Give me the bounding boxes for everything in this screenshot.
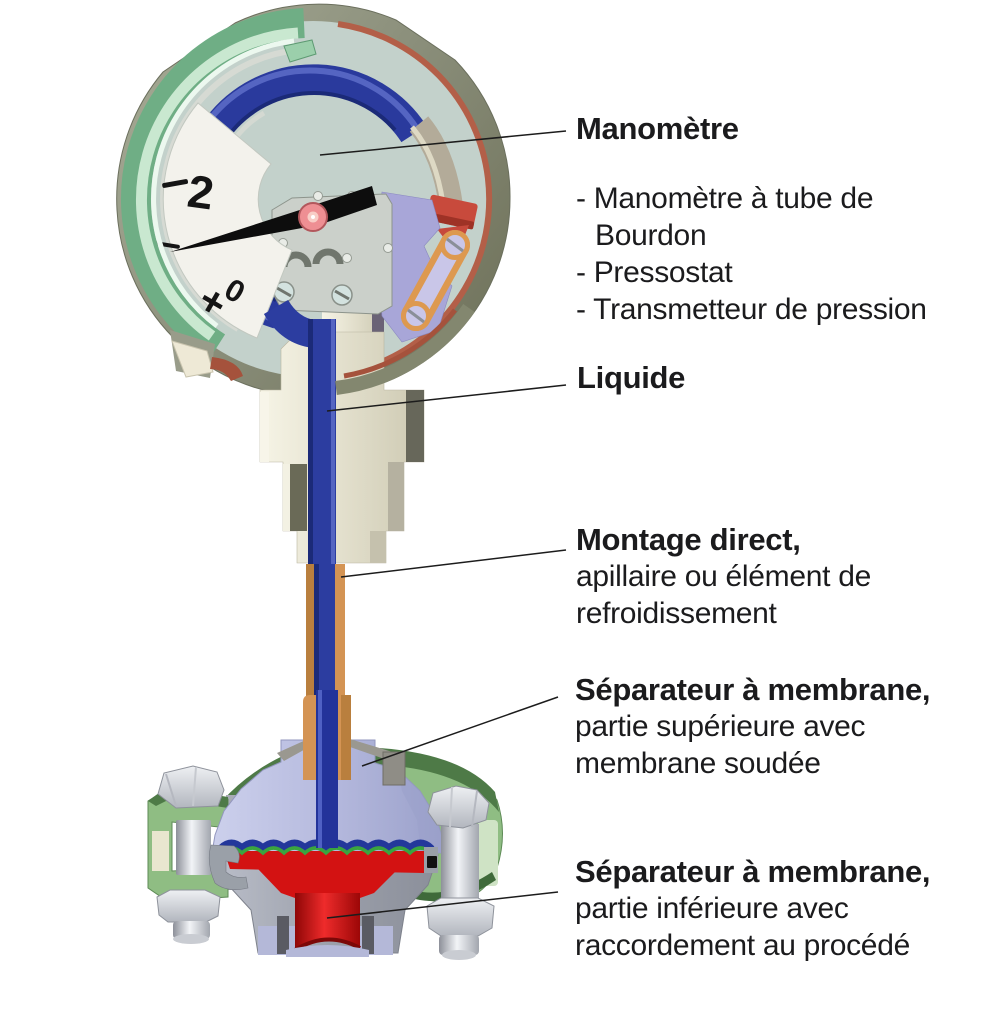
label-separateur-sup-line: membrane soudée <box>575 747 821 780</box>
bourdon-end-tube <box>409 116 463 208</box>
dial-tick <box>162 179 189 188</box>
adjustment-linkage <box>401 230 470 331</box>
label-separateur-inf: Séparateur à membrane, partie inférieure… <box>575 853 931 964</box>
label-separateur-sup: Séparateur à membrane, partie supérieure… <box>575 671 931 782</box>
label-montage-title: Montage direct, <box>576 522 801 557</box>
dial-face <box>162 102 293 339</box>
gauge-stem <box>259 299 475 565</box>
bezel-ring <box>120 8 317 360</box>
membrane-wave-green <box>219 846 433 856</box>
hex-nut <box>426 897 495 937</box>
leader-line-montage <box>340 549 567 578</box>
label-montage-line: apillaire ou élément de <box>576 560 871 593</box>
flange-ring-back-right <box>348 745 464 804</box>
leader-line-manometre <box>319 130 567 156</box>
bourdon-end-cap <box>426 194 478 230</box>
vent-plug <box>427 856 437 868</box>
label-manometre-list: - Manomètre à tube de Bourdon - Pressost… <box>576 180 927 328</box>
label-separateur-inf-line: partie inférieure avec <box>575 892 849 925</box>
pressure-gauge-cutaway: 2 + 0 <box>116 3 511 463</box>
label-manometre-item: - Transmetteur de pression <box>576 293 927 326</box>
tube-collar <box>303 690 351 848</box>
membrane-clamp-left <box>208 844 249 890</box>
diaphragm-seal <box>147 690 503 960</box>
label-montage: Montage direct, apillaire ou élément de … <box>576 521 871 632</box>
label-montage-line: refroidissement <box>576 597 777 630</box>
dial: 2 + 0 <box>154 102 293 339</box>
label-manometre-item: - Pressostat <box>576 256 733 289</box>
gauge-needle <box>170 186 377 252</box>
label-manometre-title: Manomètre <box>576 111 739 146</box>
flange-bolt-right <box>426 785 495 960</box>
liquid-tube <box>263 299 336 565</box>
label-separateur-sup-line: partie supérieure avec <box>575 710 866 743</box>
flange-bolt-left <box>147 765 229 944</box>
case-foot-seal <box>210 357 243 381</box>
hex-bolt-head <box>157 765 225 809</box>
label-separateur-inf-title: Séparateur à membrane, <box>575 854 931 889</box>
leader-line-liquide <box>326 384 567 412</box>
leader-line-separateur-sup <box>361 696 559 767</box>
label-liquide-title: Liquide <box>577 360 686 395</box>
leader-line-separateur-inf <box>326 891 559 919</box>
process-connection <box>258 869 398 957</box>
label-separateur-sup-title: Séparateur à membrane, <box>575 672 931 707</box>
label-separateur-inf-line: raccordement au procédé <box>575 929 910 962</box>
hex-nut <box>156 889 221 923</box>
leader-lines <box>319 130 567 919</box>
bezel-end-notch <box>283 39 317 63</box>
label-manometre-item: Bourdon <box>595 219 707 252</box>
label-manometre-item: - Manomètre à tube de <box>576 182 874 215</box>
